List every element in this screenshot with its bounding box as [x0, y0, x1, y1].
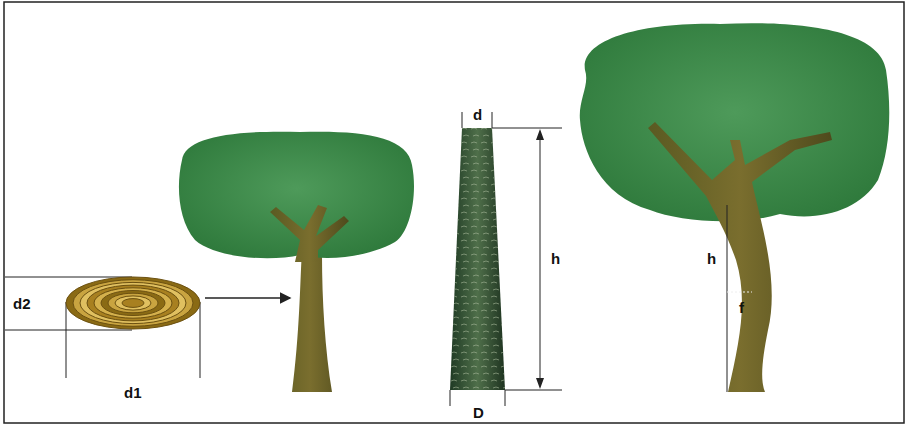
tree-ring [66, 277, 200, 329]
tree-ring [87, 285, 179, 321]
deflection-label: f [739, 300, 744, 315]
diameter-label: d1 [124, 385, 142, 400]
diameter-label: d2 [13, 296, 31, 311]
diameter-label: d [473, 107, 482, 122]
tree-ring [94, 288, 172, 318]
tree-ring [80, 282, 186, 323]
tree-ring [101, 291, 165, 316]
tree-ring [108, 293, 158, 313]
tree-ring [122, 299, 144, 308]
diameter-label: D [473, 405, 484, 420]
height-label: h [551, 251, 560, 266]
tree-ring [73, 280, 193, 327]
tree-ring [115, 296, 151, 310]
height-label: h [707, 251, 716, 266]
